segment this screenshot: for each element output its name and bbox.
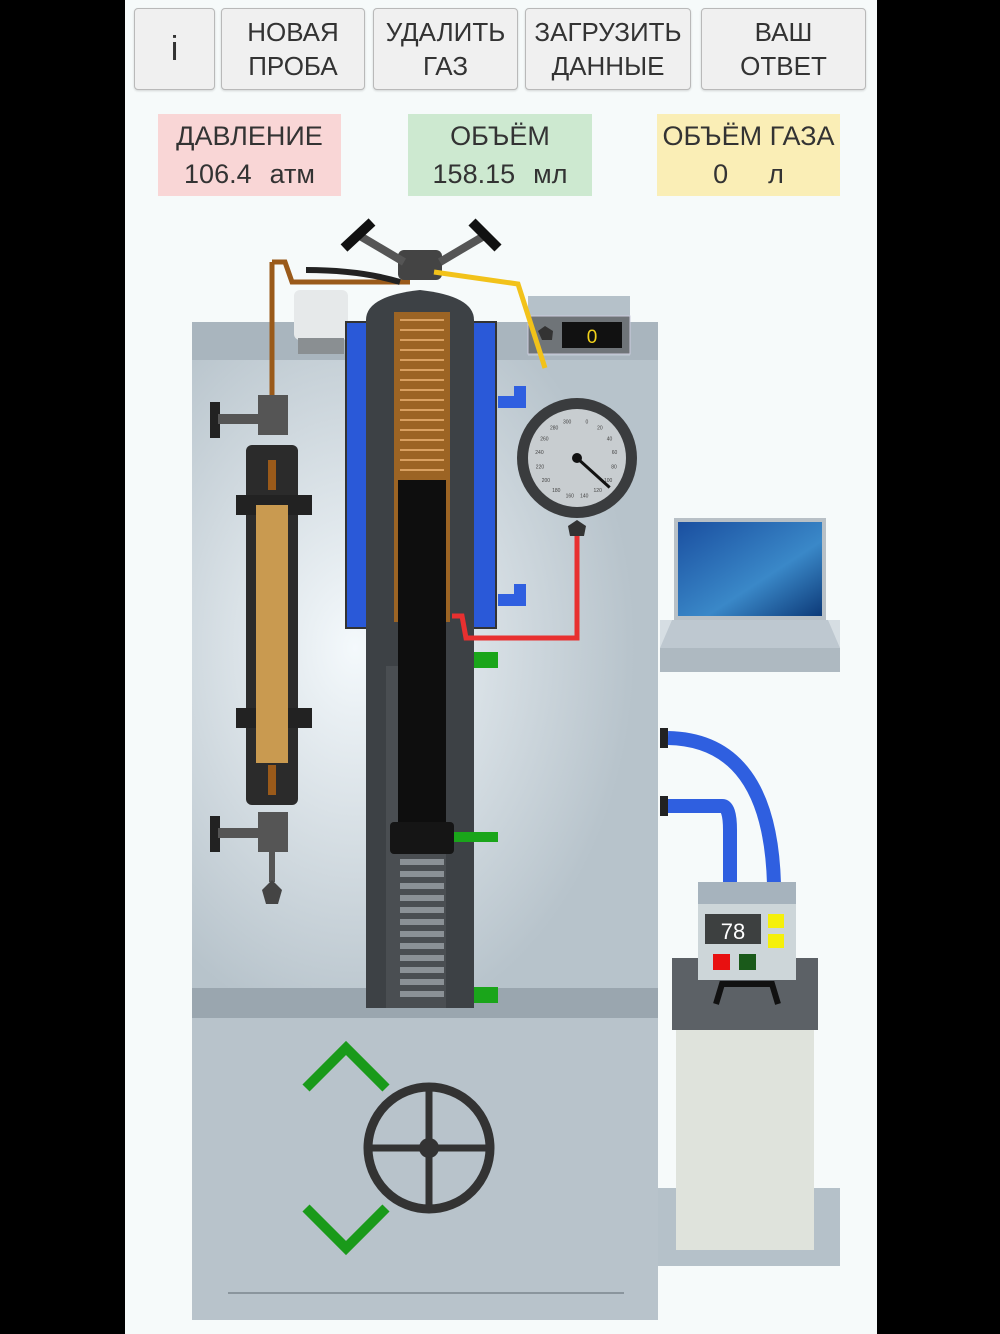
gauge-tick-label: 280	[550, 426, 559, 432]
gas-volume-readout: ОБЪЁМ ГАЗА 0 л	[657, 114, 840, 196]
pressure-unit: атм	[269, 159, 315, 189]
pressure-gauge: 0204060801001201401601802002202402602803…	[452, 398, 637, 641]
load-data-button[interactable]: ЗАГРУЗИТЬ ДАННЫЕ	[525, 8, 691, 90]
volume-value: 158.15	[432, 159, 516, 189]
readout-label: ОБЪЁМ ГАЗА	[662, 121, 835, 151]
button-label: ОТВЕТ	[740, 51, 827, 81]
thermostat-red-button[interactable]	[713, 954, 730, 970]
button-label: ВАШ	[754, 17, 813, 47]
handwheel[interactable]	[363, 1082, 495, 1214]
gauge-tick-label: 180	[552, 488, 561, 494]
button-label: НОВАЯ	[247, 17, 339, 47]
screw	[400, 859, 444, 997]
gauge-tick-label: 240	[535, 450, 544, 456]
button-label: ГАЗ	[422, 51, 469, 81]
water-hoses	[660, 728, 781, 885]
gauge-tick-label: 80	[611, 465, 617, 471]
thermostat-indicator-1	[768, 914, 784, 928]
gauge-tick-label: 200	[542, 478, 551, 484]
button-label: УДАЛИТЬ	[385, 17, 506, 47]
counter-box: 0	[527, 296, 631, 356]
gas-volume-value: 0	[713, 159, 729, 189]
increase-pressure-button[interactable]	[302, 1040, 390, 1092]
decrease-pressure-button[interactable]	[302, 1204, 390, 1256]
gauge-tick-label: 60	[612, 450, 618, 456]
gauge-tick-label: 140	[580, 493, 589, 499]
gauge-tick-label: 260	[540, 436, 549, 442]
up-arrow-icon[interactable]	[302, 1040, 390, 1092]
gas-volume-unit: л	[768, 159, 784, 189]
top-valve-block	[305, 218, 548, 369]
thermostat-display: 78	[721, 919, 745, 944]
gauge-tick-label: 40	[607, 436, 613, 442]
thermostat-indicator-2	[768, 934, 784, 948]
button-label: ПРОБА	[248, 51, 338, 81]
pressure-readout: ДАВЛЕНИЕ 106.4 атм	[158, 114, 341, 196]
wheel-icon[interactable]	[363, 1082, 495, 1214]
gauge-tick-label: 220	[536, 465, 545, 471]
gauge-needle	[575, 456, 611, 489]
info-button[interactable]: i	[134, 8, 215, 90]
spring	[400, 319, 444, 471]
gauge-tick-label: 300	[563, 419, 572, 425]
gauge-tick-label: 100	[604, 478, 613, 484]
oil-bottle	[294, 290, 348, 354]
volume-readout: ОБЪЁМ 158.15 мл	[408, 114, 592, 196]
volume-unit: мл	[533, 159, 568, 189]
gauge-tick-label: 20	[597, 426, 603, 432]
button-label: ДАННЫЕ	[551, 51, 665, 81]
your-answer-button[interactable]: ВАШ ОТВЕТ	[701, 8, 866, 90]
laptop	[660, 518, 840, 672]
info-label: i	[170, 30, 179, 68]
remove-gas-button[interactable]: УДАЛИТЬ ГАЗ	[373, 8, 518, 90]
counter-display: 0	[587, 327, 598, 348]
press-column	[345, 290, 526, 1008]
readout-label: ОБЪЁМ	[450, 121, 550, 151]
gauge-tick-label: 120	[594, 488, 603, 494]
new-sample-button[interactable]: НОВАЯ ПРОБА	[221, 8, 365, 90]
readout-label: ДАВЛЕНИЕ	[176, 121, 323, 151]
gauge-tick-label: 160	[566, 493, 575, 499]
thermostat: 78	[658, 882, 840, 1266]
sample-cylinder	[210, 259, 410, 904]
thermostat-green-button[interactable]	[739, 954, 756, 970]
pressure-value: 106.4	[184, 159, 252, 189]
down-arrow-icon[interactable]	[302, 1204, 390, 1256]
gauge-tick-label: 0	[585, 419, 588, 425]
button-label: ЗАГРУЗИТЬ	[534, 17, 682, 47]
